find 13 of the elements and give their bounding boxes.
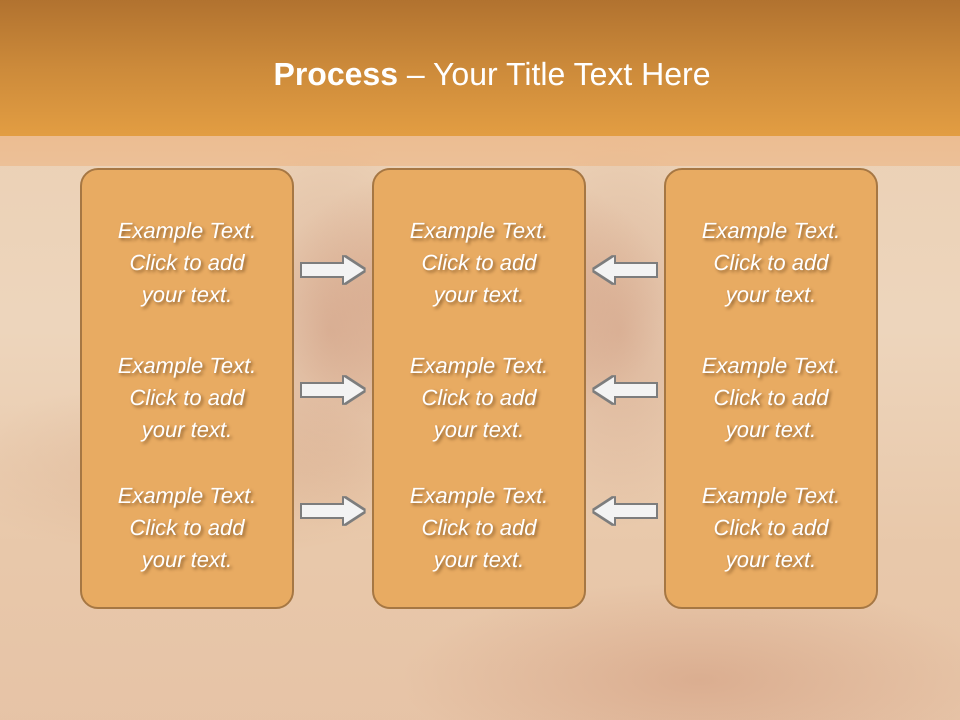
box-text: Example Text. Click to add your text. — [408, 352, 550, 444]
box-text: Example Text. Click to add your text. — [700, 352, 842, 444]
box-text: Example Text. Click to add your text. — [116, 352, 258, 444]
box-text: Example Text. Click to add your text. — [116, 482, 258, 574]
box-text: Example Text. Click to add your text. — [408, 217, 550, 309]
box-text: Example Text. Click to add your text. — [116, 217, 258, 309]
rounded-box — [372, 168, 586, 609]
box-text: Example Text. Click to add your text. — [700, 217, 842, 309]
box-text: Example Text. Click to add your text. — [408, 482, 550, 574]
rounded-box — [664, 168, 878, 609]
slide-title: Process – Your Title Text Here — [273, 55, 710, 94]
rounded-box — [80, 168, 294, 609]
box-text: Example Text. Click to add your text. — [700, 482, 842, 574]
